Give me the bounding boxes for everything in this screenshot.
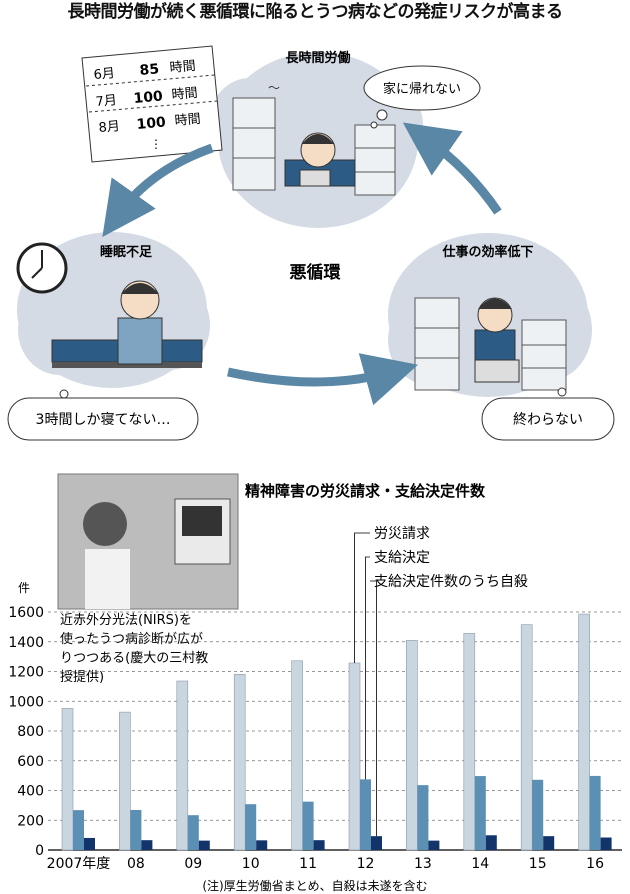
bar-2 (532, 779, 544, 850)
bar-3 (256, 840, 268, 850)
left-node-title: 睡眠不足 (100, 244, 153, 260)
svg-text:〜: 〜 (268, 81, 280, 95)
photo-caption-line: 使ったうつ病診断が広が (60, 631, 203, 647)
y-tick-label: 800 (17, 724, 44, 740)
bar-2 (187, 815, 199, 850)
photo-caption-line: 近赤外分光法(NIRS)を (60, 613, 192, 628)
bar-3 (543, 836, 555, 850)
y-tick-label: 0 (35, 843, 44, 859)
legend-leader-line (365, 556, 370, 780)
bar-1 (348, 662, 361, 851)
y-tick-label: 1600 (8, 605, 44, 621)
arrow-sleep-to-efficiency (227, 353, 419, 406)
bar-1 (578, 613, 590, 851)
legend-label: 支給決定 (374, 550, 430, 566)
bar-2 (474, 776, 486, 850)
memo-row-1-month: 6月 (93, 66, 116, 83)
overworked-worker-illustration: 〜 (232, 81, 396, 196)
memo-row-2-hours: 100 (133, 88, 164, 107)
bar-1 (61, 708, 74, 851)
nirs-photo (57, 473, 239, 610)
top-node-title: 長時間労働 (285, 50, 350, 66)
tired-person-illustration (51, 280, 203, 368)
chart-title: 精神障害の労災請求・支給決定件数 (245, 482, 486, 500)
arrow-long-hours-to-sleep (102, 143, 214, 237)
bar-3 (141, 840, 153, 850)
bar-3 (600, 837, 612, 850)
legend-leader-line (354, 532, 370, 664)
x-tick-label: 09 (184, 856, 202, 872)
bar-1 (233, 674, 246, 851)
y-tick-label: 1400 (8, 635, 44, 651)
bar-2 (360, 779, 371, 850)
y-tick-label: 400 (17, 784, 44, 800)
memo-more: ⋮ (150, 137, 162, 151)
right-speech-bubble: 終わらない (481, 387, 615, 441)
overtime-memo: 6月 85 時間 7月 100 時間 8月 100 時間 ⋮ (81, 45, 223, 163)
legend-label: 支給決定件数のうち自殺 (374, 574, 528, 590)
right-bubble-text: 終わらない (513, 412, 583, 428)
x-tick-label: 10 (242, 856, 260, 872)
bar-1 (119, 711, 131, 851)
memo-row-1-unit: 時間 (169, 59, 196, 76)
x-tick-label: 14 (471, 856, 489, 872)
bar-2 (589, 775, 601, 850)
vicious-cycle-diagram: 〜 長時間労働 家に帰れない 6月 85 時間 7月 100 時間 8月 100… (7, 45, 615, 441)
memo-row-3-month: 8月 (98, 119, 121, 136)
right-node-title: 仕事の効率低下 (441, 244, 533, 260)
bar-2 (245, 804, 257, 850)
top-speech-bubble: 家に帰れない (363, 65, 481, 129)
x-axis: 2007年度 08 09 10 11 12 13 14 15 16 (47, 856, 604, 872)
chart-note: (注)厚生労働省まとめ、自殺は未遂を含む (202, 878, 427, 893)
photo-caption-line: 授提供) (60, 669, 104, 685)
left-bubble-text: 3時間しか寝てない… (36, 411, 171, 428)
bar-2 (130, 809, 142, 850)
memo-row-3-unit: 時間 (174, 112, 201, 129)
bar-2 (417, 785, 429, 850)
bar-1 (176, 680, 189, 851)
bar-1 (406, 640, 418, 851)
bar-1 (520, 624, 533, 851)
y-tick-label: 600 (17, 754, 44, 770)
bar-3 (428, 840, 440, 850)
memo-row-2-unit: 時間 (171, 86, 198, 103)
bar-2 (73, 810, 84, 850)
arrow-efficiency-to-long-hours (402, 122, 502, 215)
bar-chart: 精神障害の労災請求・支給決定件数 件 近赤外分光法(NIRS)を使ったうつ病診断… (8, 473, 622, 893)
bar-3 (485, 835, 497, 850)
y-tick-label: 1000 (8, 694, 44, 710)
memo-row-1-hours: 85 (139, 61, 160, 79)
x-tick-label: 12 (357, 856, 375, 872)
cycle-center-label: 悪循環 (290, 262, 342, 283)
left-speech-bubble: 3時間しか寝てない… (7, 389, 199, 441)
bars (61, 613, 612, 851)
y-tick-label: 200 (17, 813, 44, 829)
bar-3 (371, 836, 382, 850)
bar-1 (291, 660, 303, 851)
bar-3 (313, 840, 325, 850)
x-tick-label: 2007年度 (47, 856, 111, 872)
memo-row-2-month: 7月 (95, 93, 118, 110)
x-tick-label: 16 (586, 856, 604, 872)
bar-3 (198, 840, 210, 850)
y-tick-label: 1200 (8, 665, 44, 681)
memo-row-3-hours: 100 (136, 114, 167, 133)
photo-caption-line: りつつある(慶大の三村教 (60, 650, 208, 666)
x-tick-label: 13 (414, 856, 432, 872)
bar-2 (302, 801, 314, 850)
x-tick-label: 15 (529, 856, 547, 872)
clock-icon (16, 242, 68, 294)
bar-1 (463, 633, 476, 851)
legend-leader-line (370, 580, 377, 837)
top-bubble-text: 家に帰れない (383, 81, 461, 97)
x-tick-label: 08 (127, 856, 145, 872)
x-tick-label: 11 (299, 856, 317, 872)
bar-3 (84, 837, 95, 850)
headline: 長時間労働が続く悪循環に陥るとうつ病などの発症リスクが高まる (67, 2, 564, 22)
stressed-worker-illustration (414, 297, 567, 391)
y-axis-unit: 件 (18, 581, 30, 595)
legend-label: 労災請求 (374, 526, 430, 542)
